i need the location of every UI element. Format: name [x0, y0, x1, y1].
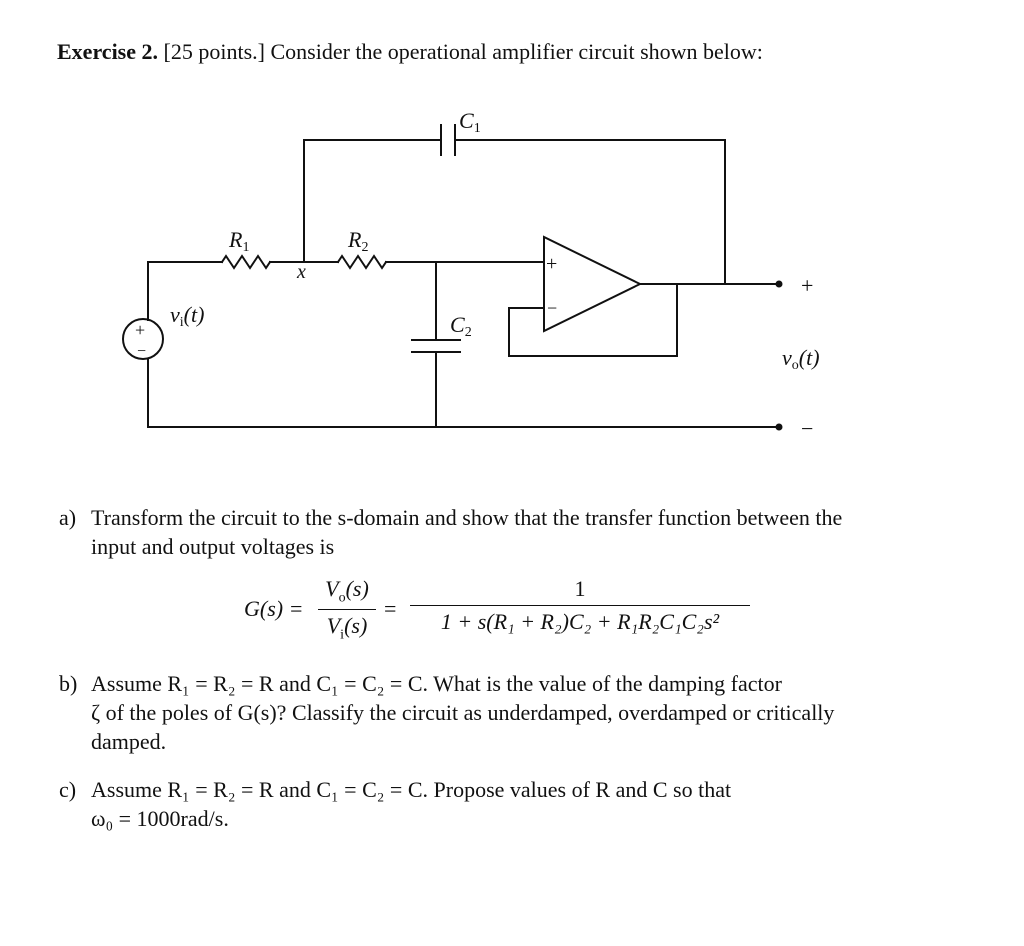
terminal-out-top — [775, 280, 783, 288]
terminal-out-bottom — [775, 423, 783, 431]
circuit-diagram: C1 R1 R2 x vi(t) C2 + vo(t) − + − + − — [122, 108, 820, 441]
part-c-line1: Assume R₁ = R₂ = R and C₁ = C₂ = C. Prop… — [91, 777, 732, 802]
label-opamp-plus: + — [546, 253, 557, 275]
label-c2: C2 — [450, 312, 472, 340]
part-b-line1: Assume R₁ = R₂ = R and C₁ = C₂ = C. What… — [91, 671, 782, 696]
part-a-line1: Transform the circuit to the s-domain an… — [91, 505, 843, 530]
label-opamp-minus: − — [547, 298, 557, 318]
part-c-tag: c) — [59, 777, 77, 802]
part-b: b) Assume R₁ = R₂ = R and C₁ = C₂ = C. W… — [59, 669, 939, 759]
label-output-minus: − — [801, 416, 813, 441]
exercise-title: Exercise 2. [25 points.] Consider the op… — [57, 37, 957, 67]
label-vi: vi(t) — [170, 302, 204, 330]
wire-feedback-right — [454, 139, 726, 285]
wire-feedback-top — [303, 139, 442, 263]
formula-equals: = — [384, 596, 397, 621]
formula-lhs: G(s) = — [244, 596, 304, 621]
label-node-x: x — [296, 261, 306, 283]
exercise-points: [25 points.] — [163, 39, 265, 64]
part-a-tag: a) — [59, 505, 77, 530]
part-c-line2: ω₀ = 1000rad/s. — [91, 806, 229, 831]
label-c1: C1 — [459, 108, 481, 136]
formula-fraction-1: Vo(s) Vi(s) — [318, 576, 376, 644]
opamp-triangle — [543, 235, 643, 333]
exercise-label: Exercise 2. — [57, 39, 159, 64]
resistor-r2 — [336, 254, 388, 270]
part-c: c) Assume R₁ = R₂ = R and C₁ = C₂ = C. P… — [59, 775, 939, 835]
part-b-line2: ζ of the poles of G(s)? Classify the cir… — [91, 700, 835, 725]
label-r2: R2 — [347, 227, 368, 255]
exercise-prompt: Consider the operational amplifier circu… — [270, 39, 763, 64]
part-a-line2: input and output voltages is — [91, 534, 335, 559]
label-vo: vo(t) — [782, 345, 820, 373]
label-source-plus: + — [135, 320, 145, 340]
part-b-tag: b) — [59, 671, 78, 696]
label-output-plus: + — [801, 273, 813, 298]
voltage-source — [122, 318, 164, 360]
formula-fraction-2: 1 1 + s(R₁ + R₂)C₂ + R₁R₂C₁C₂s² — [410, 576, 750, 635]
label-source-minus: − — [137, 343, 146, 360]
label-r1: R1 — [228, 227, 249, 255]
part-b-line3: damped. — [91, 729, 167, 754]
part-a: a) Transform the circuit to the s-domain… — [59, 503, 939, 563]
transfer-function: G(s) = Vo(s) Vi(s) = 1 1 + s(R₁ + R₂)C₂ … — [244, 576, 804, 646]
resistor-r1 — [220, 254, 272, 270]
wire-buffer-feedback — [508, 283, 678, 357]
